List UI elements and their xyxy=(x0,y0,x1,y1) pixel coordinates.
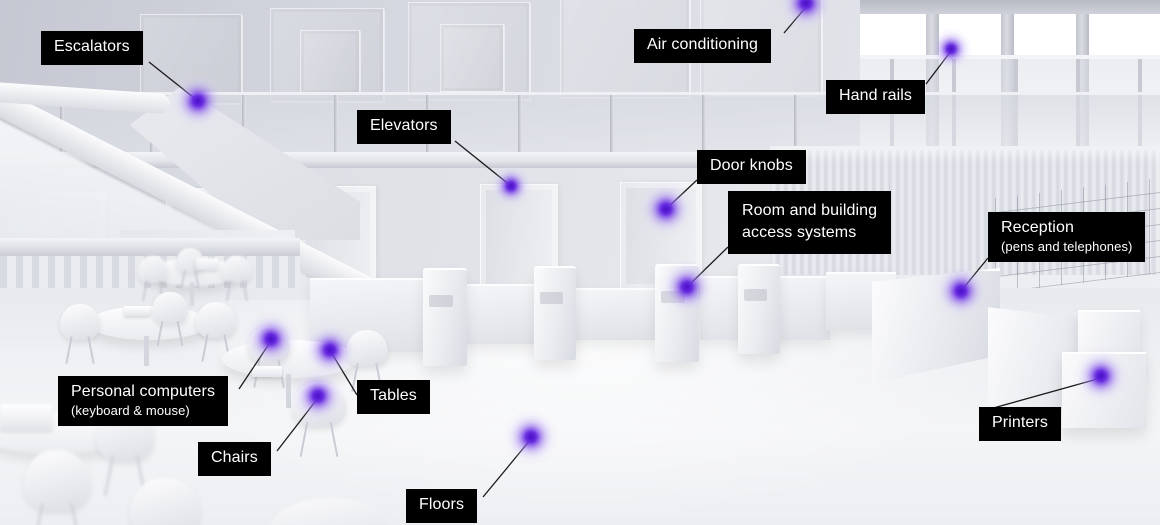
chair-workstation-2 xyxy=(292,382,346,454)
label-hand-rails[interactable]: Hand rails xyxy=(826,80,926,114)
label-reception[interactable]: Reception (pens and telephones) xyxy=(988,212,1146,263)
chair-foreground-2 xyxy=(24,450,90,525)
chair-far-1 xyxy=(138,256,168,300)
label-chairs-text: Chairs xyxy=(211,449,258,466)
window-soffit xyxy=(860,0,1160,14)
label-escalators-text: Escalators xyxy=(54,38,130,55)
label-reception-text: Reception xyxy=(1001,219,1074,236)
printer-unit-2 xyxy=(1062,352,1146,428)
label-reception-subtext: (pens and telephones) xyxy=(1001,238,1133,254)
label-elevators-text: Elevators xyxy=(370,117,438,134)
access-gate-4 xyxy=(738,264,780,354)
slat-wall-cap xyxy=(770,146,1160,153)
keyboard-workstation xyxy=(252,366,282,377)
chair-foreground-3 xyxy=(130,478,200,525)
label-room-and-building-access-systems[interactable]: Room and building access systems xyxy=(728,191,892,255)
chair-mid-3 xyxy=(152,292,188,344)
label-floors[interactable]: Floors xyxy=(406,489,478,523)
chair-mid-1 xyxy=(60,304,100,362)
chair-mid-2 xyxy=(196,302,236,360)
label-personal-computers-text: Personal computers xyxy=(71,383,216,400)
access-gate-1 xyxy=(423,268,467,366)
label-air-conditioning-text: Air conditioning xyxy=(647,36,758,53)
label-access-systems-line2: access systems xyxy=(742,224,857,242)
left-mezzanine-edge xyxy=(0,238,300,256)
label-printers-text: Printers xyxy=(992,414,1048,431)
label-chairs[interactable]: Chairs xyxy=(198,442,271,476)
table-workstation xyxy=(222,340,358,378)
chair-workstation-1 xyxy=(248,326,290,386)
chair-far-2 xyxy=(222,256,252,300)
label-tables-text: Tables xyxy=(370,387,417,404)
label-air-conditioning[interactable]: Air conditioning xyxy=(634,29,771,63)
laptop-far xyxy=(196,258,218,270)
barrier-panel-3 xyxy=(560,288,656,340)
label-personal-computers[interactable]: Personal computers (keyboard & mouse) xyxy=(58,376,229,427)
label-floors-text: Floors xyxy=(419,496,465,513)
label-access-systems-line1: Room and building xyxy=(742,202,878,219)
label-printers[interactable]: Printers xyxy=(979,407,1061,441)
label-door-knobs[interactable]: Door knobs xyxy=(697,150,806,184)
access-gate-3 xyxy=(655,264,699,362)
label-hand-rails-text: Hand rails xyxy=(839,87,913,104)
access-gate-2 xyxy=(534,266,576,360)
label-personal-computers-subtext: (keyboard & mouse) xyxy=(71,402,190,418)
label-escalators[interactable]: Escalators xyxy=(41,31,143,65)
laptop-foreground xyxy=(0,404,52,430)
label-tables[interactable]: Tables xyxy=(357,380,430,414)
label-door-knobs-text: Door knobs xyxy=(710,157,793,174)
mouse-mid xyxy=(124,306,150,316)
label-elevators[interactable]: Elevators xyxy=(357,110,451,144)
